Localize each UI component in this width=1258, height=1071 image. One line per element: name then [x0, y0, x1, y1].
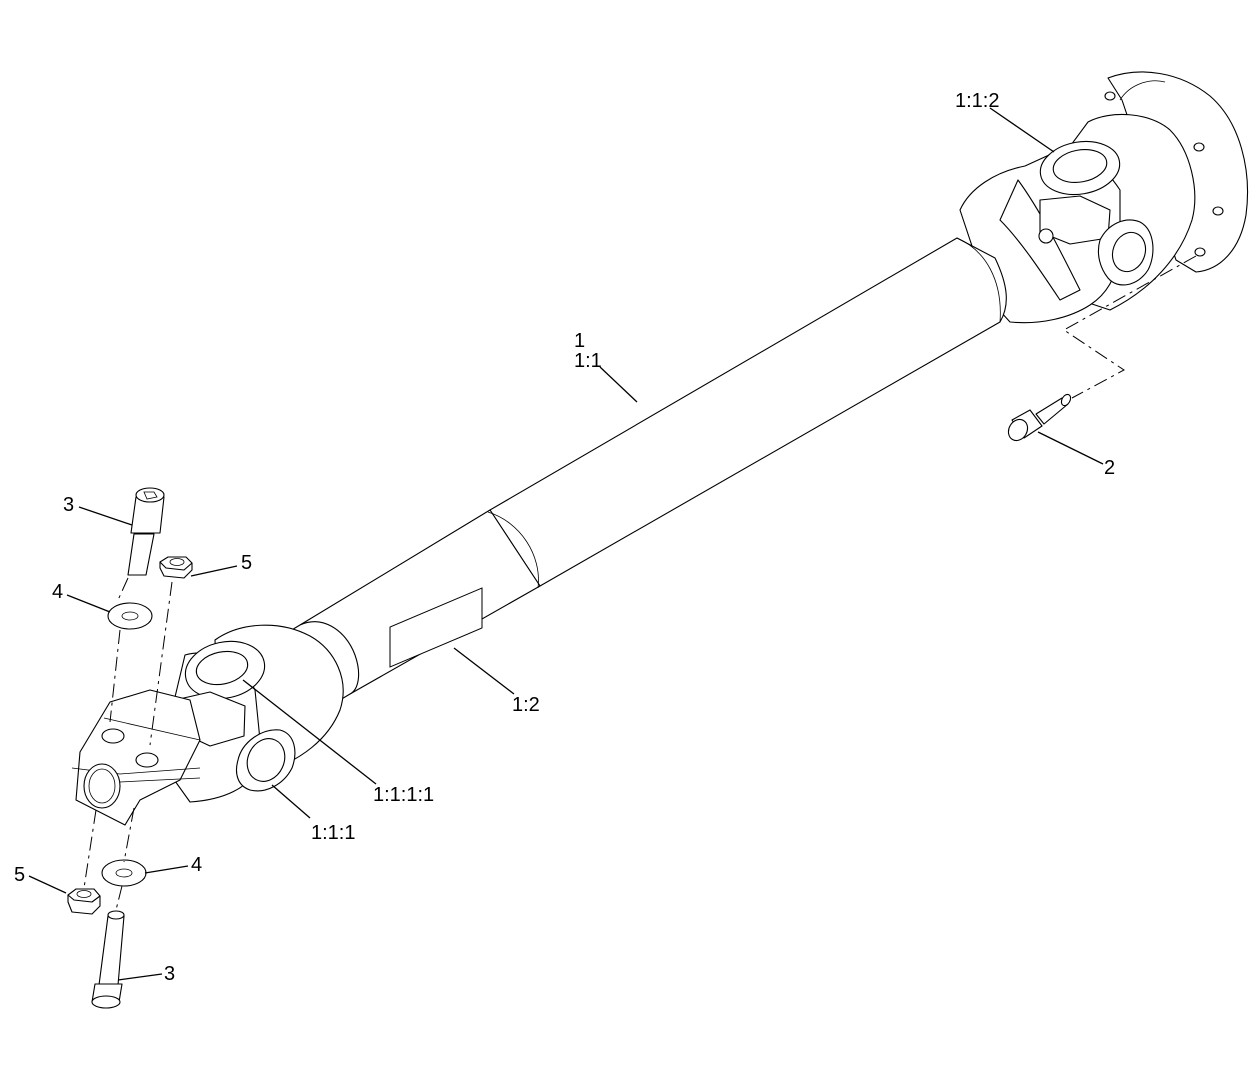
callout-nut-top: 5 [241, 552, 252, 574]
nut-top [159, 556, 193, 579]
nut-bottom [67, 888, 101, 915]
capscrew-top [127, 487, 165, 576]
callout-decal: 1:2 [512, 694, 540, 716]
callout-shaft: 1:1 [574, 350, 602, 372]
callout-capscrew-flange: 2 [1104, 457, 1115, 479]
capscrew-flange [1007, 393, 1072, 442]
leader-lines [28, 107, 1104, 981]
callout-bearing-lower: 1:1:1:1 [373, 784, 434, 806]
upper-universal-joint [959, 113, 1196, 324]
callout-labels: 1 1:1 1:1:2 2 1:2 1:1:1:1 1:1:1 3 5 4 4 … [14, 90, 1115, 985]
callout-yoke-lower: 1:1:1 [311, 822, 355, 844]
washer-top [107, 602, 153, 630]
callout-bearing-upper: 1:1:2 [955, 90, 999, 112]
callout-washer-top: 4 [52, 581, 63, 603]
capscrew-bottom [91, 910, 125, 1009]
callout-capscrew-bottom: 3 [164, 963, 175, 985]
callout-washer-bottom: 4 [191, 854, 202, 876]
assembly-axis-lines [83, 255, 1197, 911]
decal-label [389, 587, 483, 668]
drive-shaft-tube [274, 237, 1007, 713]
washer-bottom [101, 859, 147, 887]
callout-nut-bottom: 5 [14, 864, 25, 886]
callout-shaft-assembly: 1 [574, 330, 585, 352]
callout-capscrew-top: 3 [63, 494, 74, 516]
lower-universal-joint [71, 624, 344, 826]
